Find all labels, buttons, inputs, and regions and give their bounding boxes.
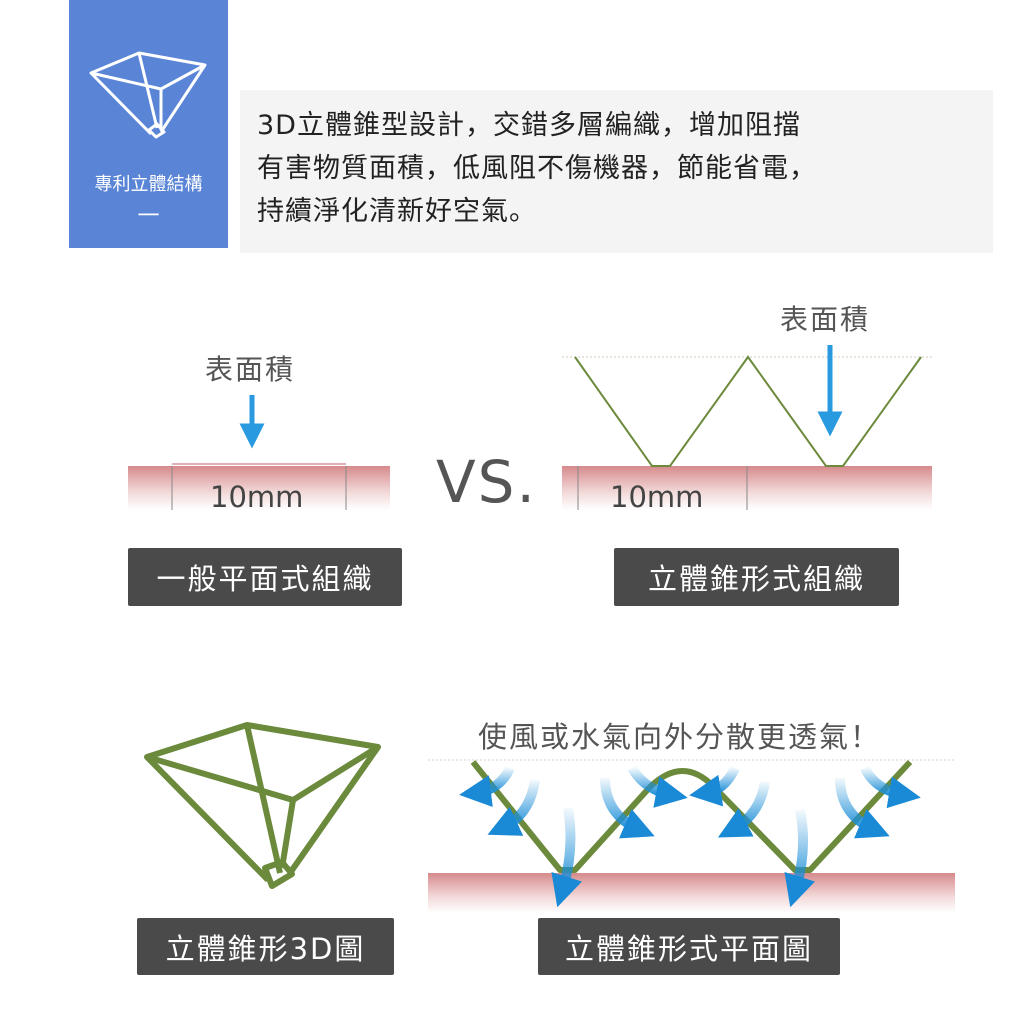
thick-zigzag — [470, 759, 913, 873]
bottom-layer — [428, 873, 955, 913]
thin-zigzag — [574, 355, 922, 467]
pyramid-plan-tag: 立體錐形式平面圖 — [538, 918, 840, 975]
pyramid-icon — [89, 51, 207, 139]
pyramid-3d-drawing — [144, 722, 381, 889]
flat-structure-tag: 一般平面式組織 — [128, 548, 402, 606]
vs-label: VS. — [436, 448, 537, 516]
right-thickness: 10mm — [610, 480, 704, 514]
left-surface-label: 表面積 — [205, 353, 296, 386]
right-surface-label: 表面積 — [780, 303, 871, 336]
badge-title: 專利立體結構 — [94, 174, 203, 195]
left-thickness: 10mm — [210, 480, 304, 514]
dispersion-title: 使風或水氣向外分散更透氣！ — [478, 720, 882, 754]
pyramid-3d-tag: 立體錐形3D圖 — [137, 918, 394, 975]
description-line: 有害物質面積，低風阻不傷機器，節能省電， — [257, 153, 817, 184]
badge-number: 一 — [137, 204, 160, 229]
description-line: 持續淨化清新好空氣。 — [257, 196, 537, 227]
feature-badge: 專利立體結構 一 — [69, 0, 228, 248]
pyramid-structure-tag: 立體錐形式組織 — [614, 548, 899, 606]
description-line: 3D立體錐型設計，交錯多層編織，增加阻擋 — [257, 110, 801, 141]
description-box: 3D立體錐型設計，交錯多層編織，增加阻擋 有害物質面積，低風阻不傷機器，節能省電… — [240, 90, 993, 253]
